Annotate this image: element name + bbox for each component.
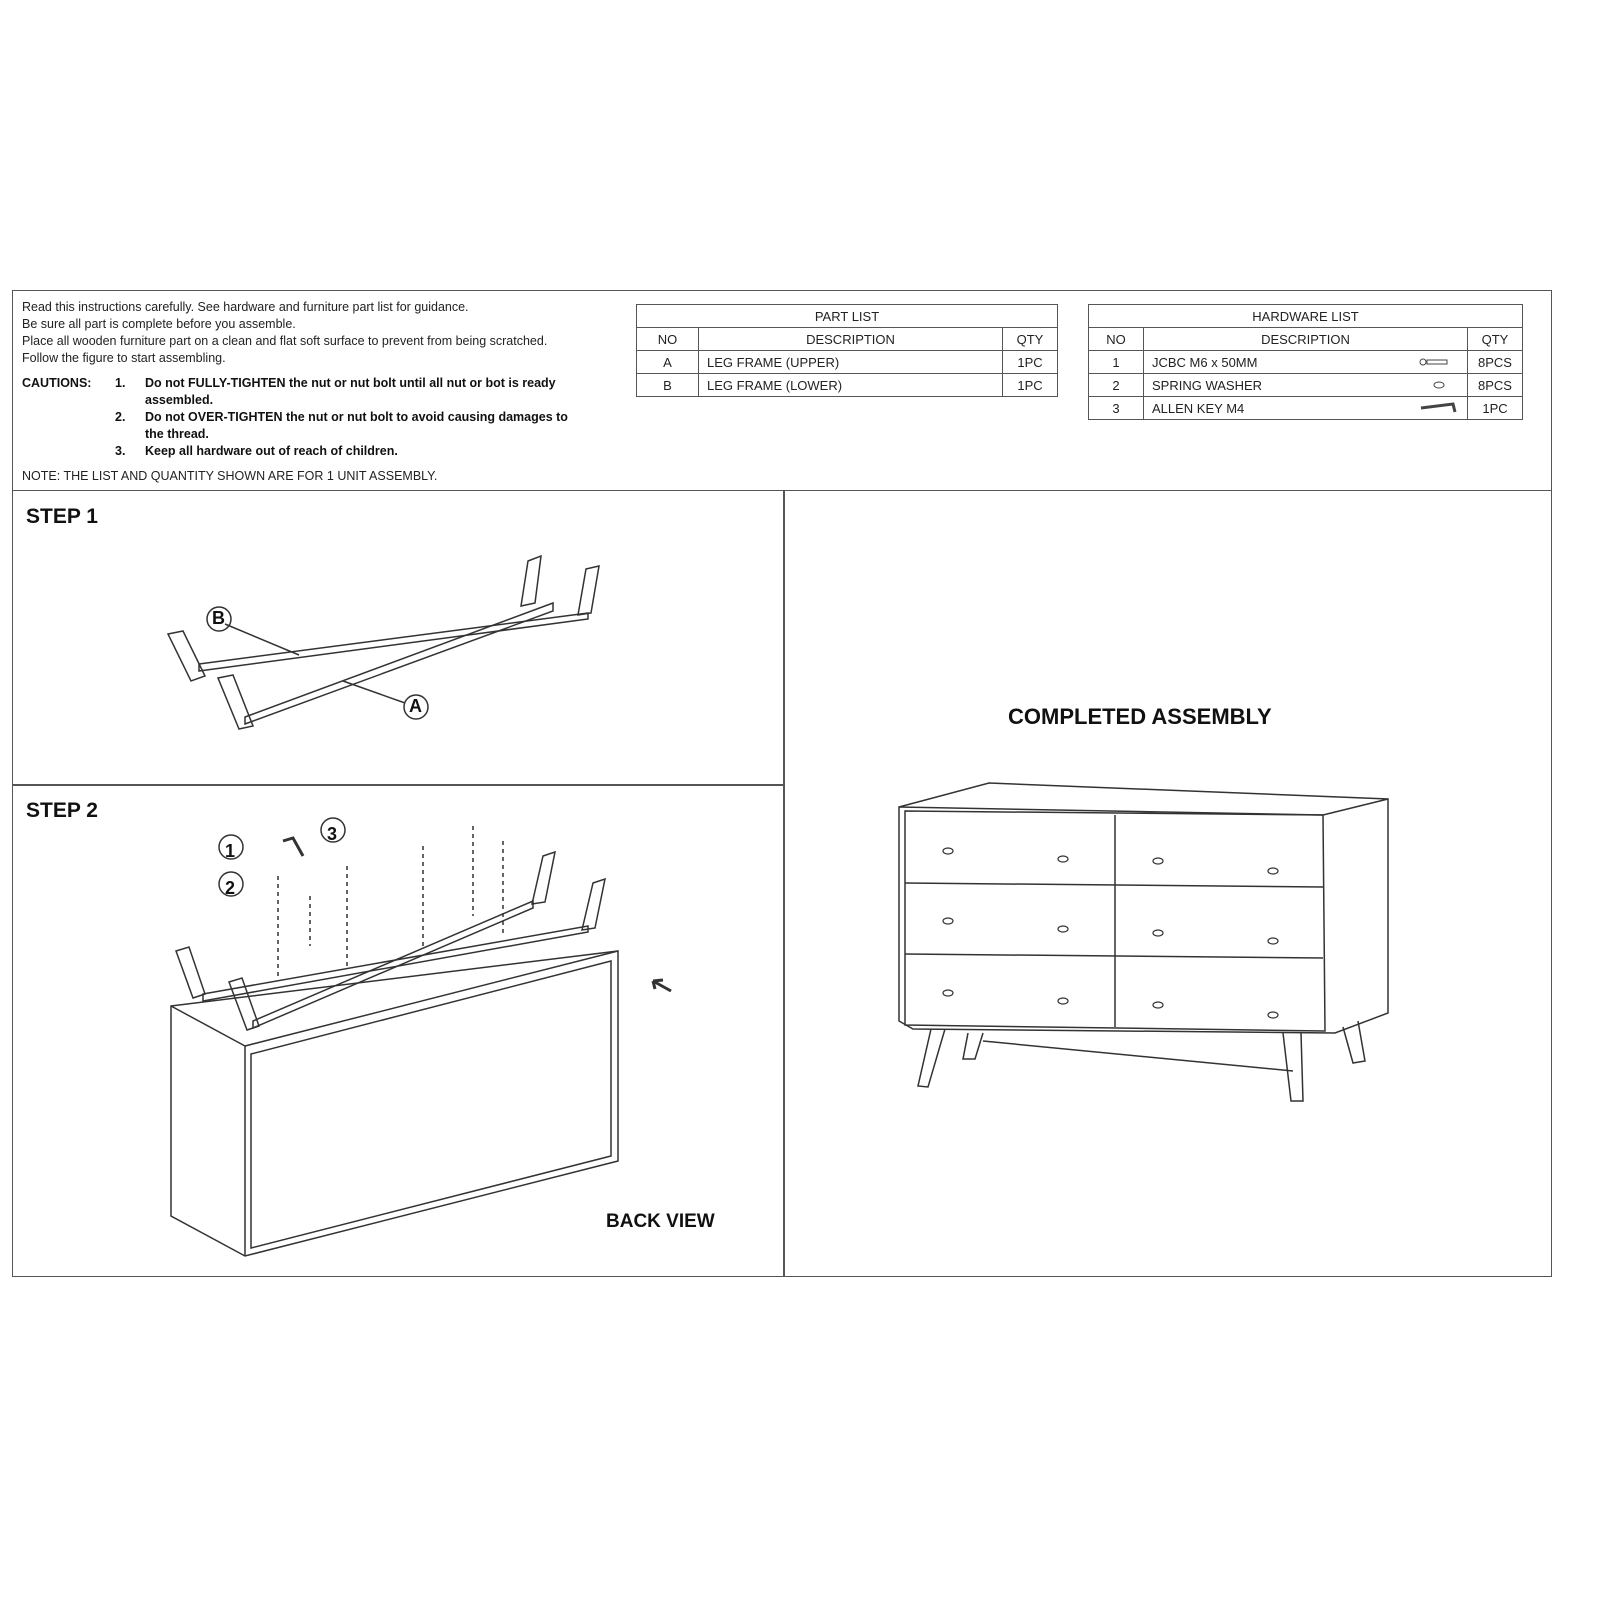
col-header: NO bbox=[636, 327, 699, 351]
completed-assembly-title: COMPLETED ASSEMBLY bbox=[1008, 704, 1272, 729]
col-header: QTY bbox=[1467, 327, 1523, 351]
cell: 2 bbox=[1088, 373, 1144, 397]
cell: 8PCS bbox=[1467, 350, 1523, 374]
callout-2: 2 bbox=[225, 878, 236, 898]
caution-num: 1. bbox=[115, 376, 126, 390]
cell: ALLEN KEY M4 bbox=[1143, 396, 1411, 420]
washer-icon bbox=[1411, 373, 1468, 397]
cell: 1PC bbox=[1002, 350, 1058, 374]
intro-line: Place all wooden furniture part on a cle… bbox=[22, 334, 548, 348]
callout-b: B bbox=[212, 608, 225, 628]
instruction-sheet: Read this instructions carefully. See ha… bbox=[12, 290, 1552, 1277]
step2-title: STEP 2 bbox=[26, 799, 98, 822]
cell: LEG FRAME (LOWER) bbox=[698, 373, 1003, 397]
cautions-label: CAUTIONS: bbox=[22, 376, 92, 390]
caution-num: 2. bbox=[115, 410, 126, 424]
cell: 8PCS bbox=[1467, 373, 1523, 397]
hardware-list-title: HARDWARE LIST bbox=[1088, 304, 1523, 328]
intro-line: Follow the figure to start assembling. bbox=[22, 351, 226, 365]
divider bbox=[783, 490, 785, 1277]
header-section: Read this instructions carefully. See ha… bbox=[13, 291, 1551, 491]
intro-line: Be sure all part is complete before you … bbox=[22, 317, 296, 331]
allen-key-icon bbox=[1411, 396, 1468, 420]
col-header: DESCRIPTION bbox=[1143, 327, 1468, 351]
callout-a: A bbox=[409, 696, 422, 716]
cell: 1PC bbox=[1002, 373, 1058, 397]
callout-1: 1 bbox=[225, 841, 236, 861]
completed-dresser-drawing bbox=[898, 782, 1389, 1102]
cell: 1 bbox=[1088, 350, 1144, 374]
callout-3: 3 bbox=[327, 824, 338, 844]
col-header: NO bbox=[1088, 327, 1144, 351]
cell: 3 bbox=[1088, 396, 1144, 420]
cell: B bbox=[636, 373, 699, 397]
cell: LEG FRAME (UPPER) bbox=[698, 350, 1003, 374]
col-header: DESCRIPTION bbox=[698, 327, 1003, 351]
col-header: QTY bbox=[1002, 327, 1058, 351]
back-view-label: BACK VIEW bbox=[606, 1211, 715, 1232]
cell: 1PC bbox=[1467, 396, 1523, 420]
caution-text: Keep all hardware out of reach of childr… bbox=[145, 444, 398, 458]
caution-text: Do not FULLY-TIGHTEN the nut or nut bolt… bbox=[145, 376, 556, 407]
caution-text: Do not OVER-TIGHTEN the nut or nut bolt … bbox=[145, 410, 568, 441]
step1-title: STEP 1 bbox=[26, 505, 98, 528]
cell: A bbox=[636, 350, 699, 374]
intro-text: Read this instructions carefully. See ha… bbox=[22, 299, 547, 367]
note: NOTE: THE LIST AND QUANTITY SHOWN ARE FO… bbox=[22, 469, 438, 483]
bolt-icon bbox=[1411, 350, 1468, 374]
cell: JCBC M6 x 50MM bbox=[1143, 350, 1411, 374]
part-list-title: PART LIST bbox=[636, 304, 1058, 328]
divider bbox=[13, 784, 784, 786]
cell: SPRING WASHER bbox=[1143, 373, 1411, 397]
step1-leg-frame-drawing bbox=[166, 554, 600, 730]
intro-line: Read this instructions carefully. See ha… bbox=[22, 300, 469, 314]
caution-num: 3. bbox=[115, 444, 126, 458]
step2-back-view-drawing bbox=[170, 817, 672, 1257]
